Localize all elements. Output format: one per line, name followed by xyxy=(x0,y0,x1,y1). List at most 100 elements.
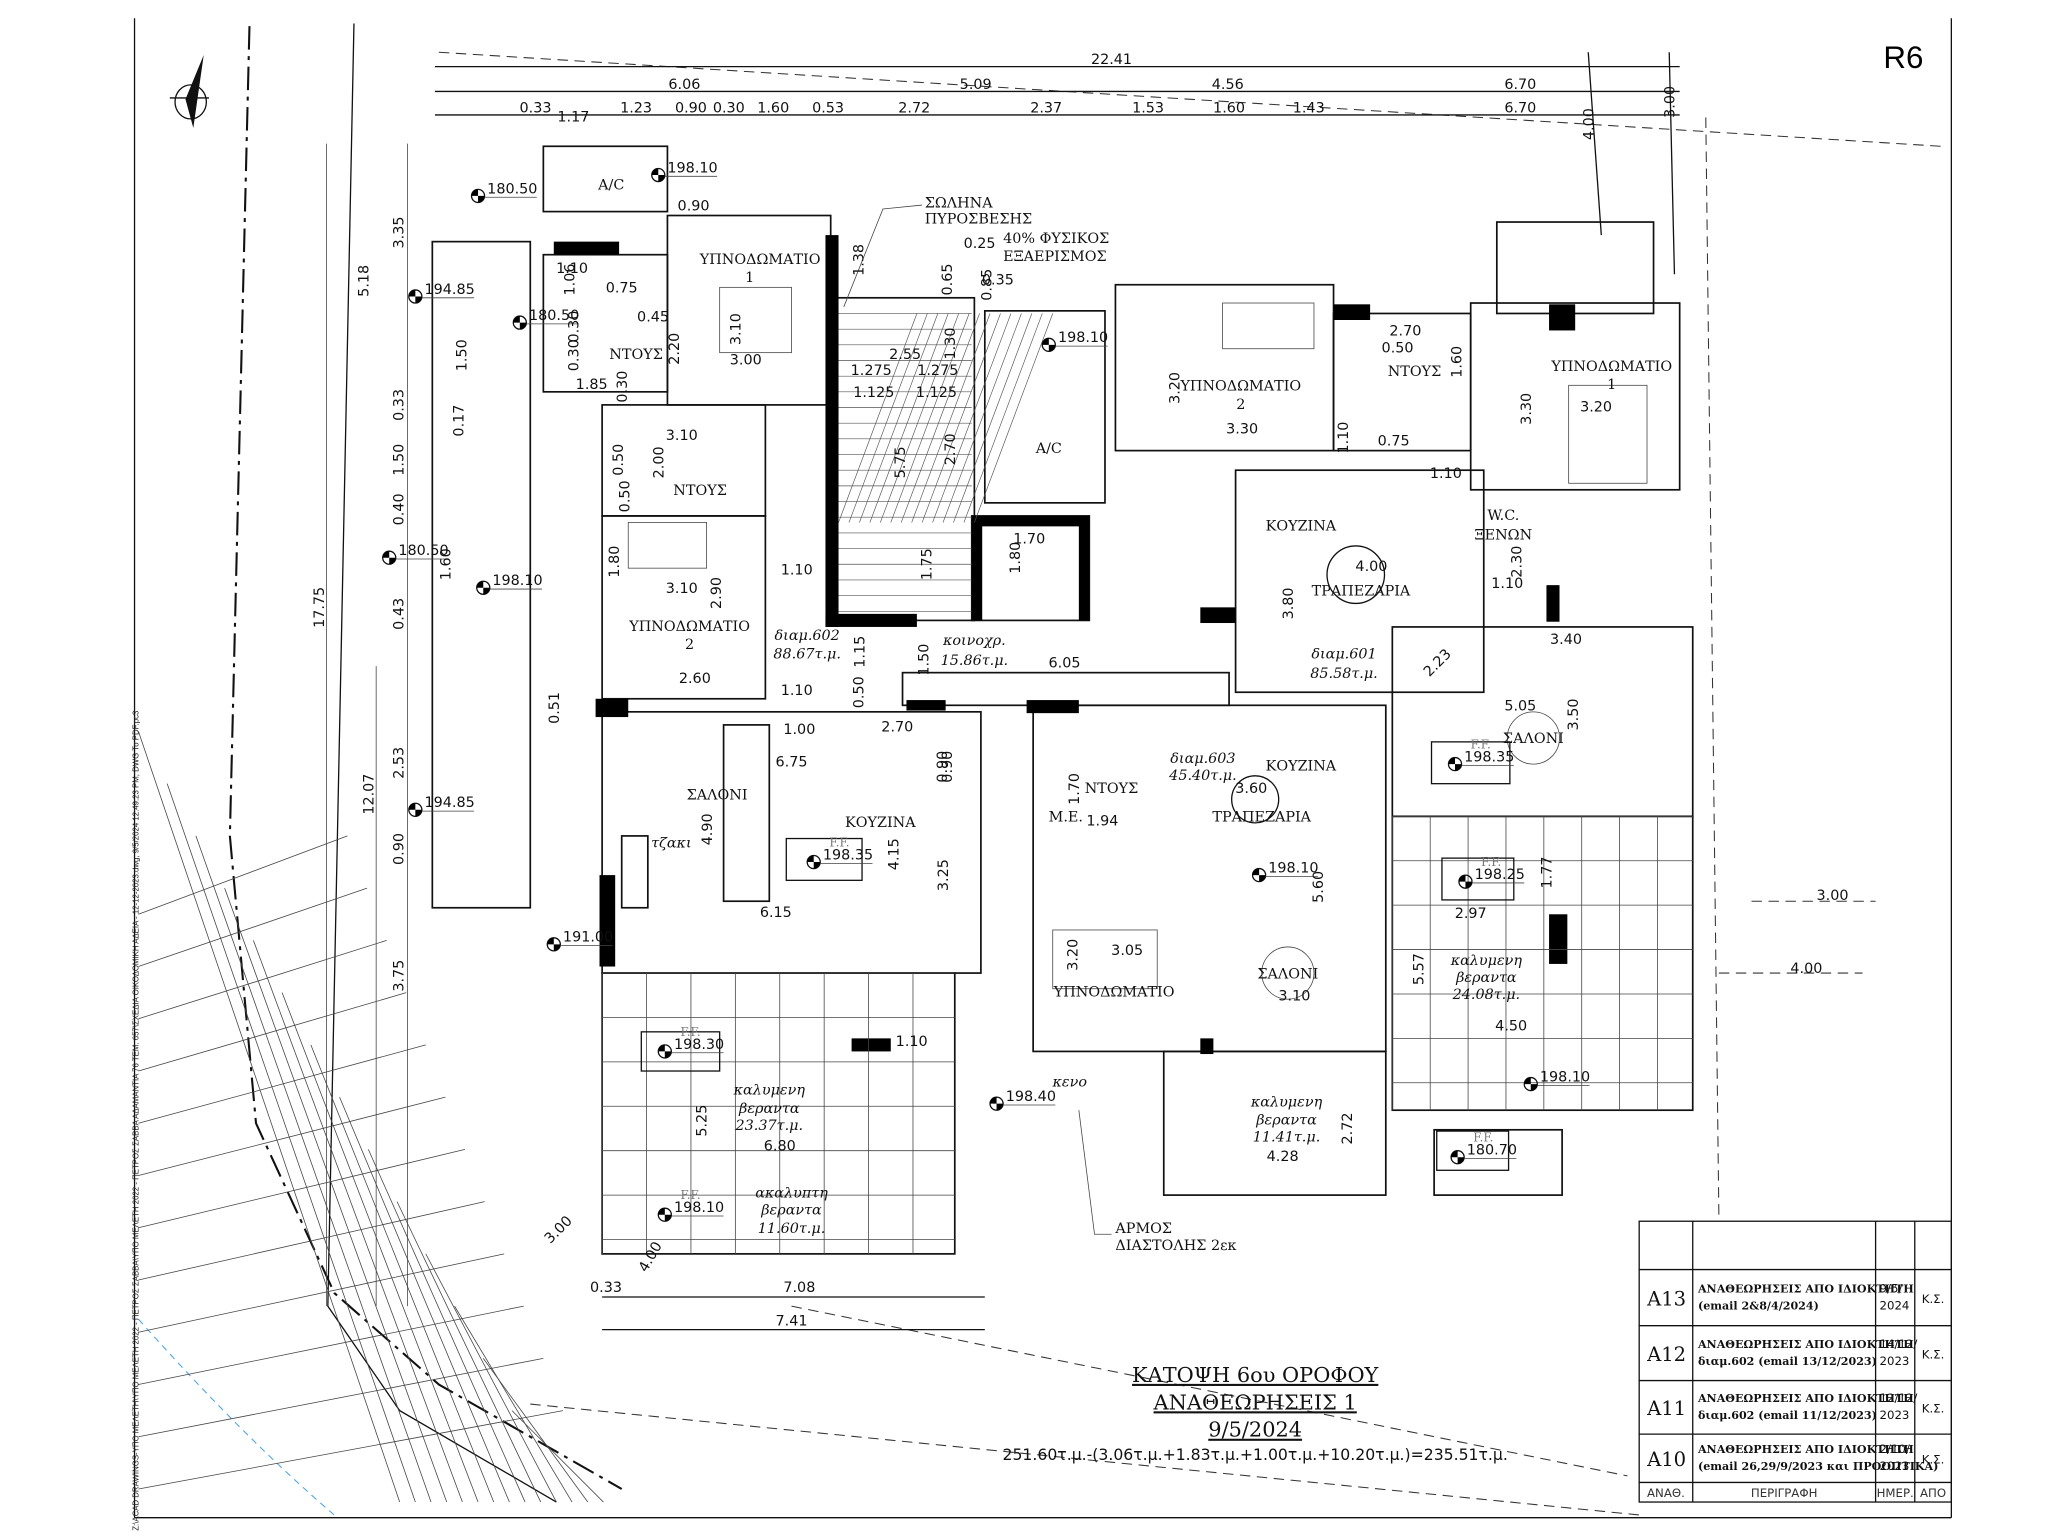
dimension-value: 4.00 xyxy=(636,1239,666,1275)
stair-hatch xyxy=(900,313,980,523)
dimension-value: 4.28 xyxy=(1267,1149,1299,1165)
title-line-2: ΑΝΑΘΕΩΡΗΣΕΙΣ 1 xyxy=(1153,1390,1357,1414)
level-marker-fill xyxy=(1451,1150,1465,1164)
unit-area-label: 24.08τ.μ. xyxy=(1452,987,1521,1003)
bed-icon xyxy=(1568,384,1648,484)
dimension-value: 1.30 xyxy=(943,328,959,360)
dimension-value: 0.33 xyxy=(590,1280,622,1296)
unit-area-label: 45.40τ.μ. xyxy=(1168,768,1237,784)
wall-segment xyxy=(1549,304,1576,331)
room-label: 1 xyxy=(1607,377,1616,393)
level-marker-fill xyxy=(658,1044,672,1058)
dimension-value: 6.75 xyxy=(776,755,808,771)
paving-grid-line xyxy=(138,940,387,1020)
dimension-value: 2.60 xyxy=(679,671,711,687)
revision-table-frame xyxy=(1638,1220,1952,1503)
wall-segment xyxy=(1549,914,1568,964)
dimension-value: 0.75 xyxy=(1378,433,1410,449)
dimension-value: 2.70 xyxy=(943,433,959,465)
dimension-value: 2.53 xyxy=(392,747,408,779)
wall-segment xyxy=(971,515,983,621)
room-label: ΥΠΝΟΔΩΜΑΤΙΟ xyxy=(1550,359,1672,375)
leader-line xyxy=(843,204,923,308)
level-marker-fill xyxy=(408,289,422,304)
paving-grid-line xyxy=(195,835,432,1503)
dimension-value: 0.90 xyxy=(940,751,956,783)
stair-hatch xyxy=(890,313,970,523)
veranda-11 xyxy=(1162,1050,1387,1196)
level-marker: 198.30F.F. xyxy=(657,1025,724,1059)
revision-author: Κ.Σ. xyxy=(1922,1292,1945,1306)
dimension-value: 0.33 xyxy=(392,389,408,421)
dimension-value: 2.37 xyxy=(1030,100,1062,116)
level-marker: 180.70F.F. xyxy=(1450,1131,1517,1165)
dimension-value: 1.10 xyxy=(781,563,813,579)
dining-table-icon xyxy=(1326,545,1386,605)
revision-table-header: ΠΕΡΙΓΡΑΦΗ xyxy=(1751,1486,1818,1500)
revision-description-detail: διαμ.602 (email 11/12/2023) xyxy=(1698,1409,1877,1422)
dimension-value: 1.15 xyxy=(853,636,869,668)
elevation-value: 198.10 xyxy=(1058,330,1108,346)
revision-date-year: 2024 xyxy=(1880,1298,1910,1312)
level-marker-fill xyxy=(1042,338,1056,352)
dimension-value: 3.35 xyxy=(392,216,408,248)
revision-date-year: 2023 xyxy=(1880,1459,1910,1473)
dimension-value: 3.20 xyxy=(1066,939,1082,971)
dining-table-icon xyxy=(1231,775,1280,824)
coffee-table-icon xyxy=(1261,946,1315,1000)
side-strip xyxy=(431,240,532,909)
boundary-line-top xyxy=(438,51,1941,147)
elevation-value: 198.25 xyxy=(1475,867,1525,883)
stair-hatch xyxy=(838,313,918,523)
bed-icon xyxy=(1052,929,1158,990)
drawing-file-path: Z:\ACAD DRAWINGS-ΥΠΟ ΜΕΛΕΤΗ\ΥΠΟ ΜΕΛΕΤΗ 2… xyxy=(131,710,140,1531)
paving-grid-line xyxy=(138,1410,564,1490)
dimension-value: 1.38 xyxy=(851,244,867,276)
dimension-value: 22.41 xyxy=(1091,52,1132,68)
dimension-value: 3.05 xyxy=(1111,943,1143,959)
dimension-value: 1.23 xyxy=(620,100,652,116)
dimension-value: 6.70 xyxy=(1504,100,1536,116)
elevation-value: 198.35 xyxy=(823,847,873,863)
level-marker-fill xyxy=(382,551,396,565)
dimension-value: 0.53 xyxy=(812,100,844,116)
dimension-value: 3.20 xyxy=(1580,399,1612,415)
revision-description: ΑΝΑΘΕΩΡΗΣΕΙΣ ΑΠΟ ΙΔΙΟΚΤΗΤΗ xyxy=(1697,1443,1914,1456)
annotation-note: ΔΙΑΣΤΟΛΗΣ 2εκ xyxy=(1115,1238,1236,1254)
dimension-value: 0.40 xyxy=(392,493,408,525)
plan-labels: A/CA/CΥΠΝΟΔΩΜΑΤΙΟ1ΝΤΟΥΣΝΤΟΥΣΥΠΝΟΔΩΜΑΤΙΟ2… xyxy=(312,52,1849,1330)
unit-area-label: κενο xyxy=(1051,1075,1087,1091)
paving-grid-line xyxy=(367,1149,526,1503)
dimension-value: 3.30 xyxy=(1226,422,1258,438)
finished-floor-box xyxy=(1430,741,1511,785)
unit-area-label: 23.37τ.μ. xyxy=(735,1118,804,1134)
revision-date: 14/12/ xyxy=(1880,1337,1918,1351)
level-marker: 198.25F.F. xyxy=(1458,855,1525,889)
revision-description: ΑΝΑΘΕΩΡΗΣΕΙΣ ΑΠΟ ΙΔΙΟΚΤΗΤΗ xyxy=(1697,1282,1914,1295)
dimension-value: 1.125 xyxy=(853,385,894,401)
revision-date: 12/12/ xyxy=(1880,1391,1918,1405)
dimension-value: 3.50 xyxy=(1566,698,1582,730)
revision-description-detail: διαμ.602 (email 13/12/2023) xyxy=(1698,1355,1877,1368)
boundary-line-left xyxy=(228,26,623,1490)
revision-code: A12 xyxy=(1646,1343,1686,1366)
room-label: ΥΠΝΟΔΩΜΑΤΙΟ xyxy=(1053,985,1175,1001)
dimension-value: 0.30 xyxy=(713,100,745,116)
elevation-value: 194.85 xyxy=(424,795,474,811)
unit-area-label: διαμ.603 xyxy=(1170,751,1235,767)
fireplace xyxy=(620,835,649,909)
finished-floor-box xyxy=(1436,1130,1510,1171)
dimension-value: 5.57 xyxy=(1412,953,1428,985)
level-marker: 198.10 xyxy=(1041,330,1108,352)
paving-grid-line xyxy=(166,783,416,1503)
dimension-value: 0.90 xyxy=(935,751,951,783)
dimension-value: 0.90 xyxy=(675,100,707,116)
coffee-table-icon xyxy=(1506,711,1560,765)
level-marker: 194.85 xyxy=(408,795,475,817)
unit-area-label: βεραντα xyxy=(760,1203,822,1219)
elevation-value: 198.10 xyxy=(1540,1069,1590,1085)
setback-line-bottom xyxy=(530,1305,1641,1516)
